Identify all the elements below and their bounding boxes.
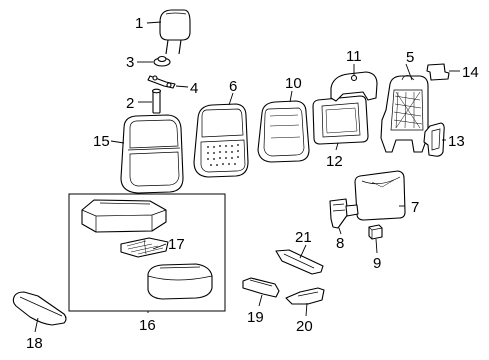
callout-18: 18 [26,335,43,352]
callout-14: 14 [462,64,479,81]
callout-3: 3 [126,54,134,71]
callout-5: 5 [406,49,414,66]
callout-labels: 1 3 4 2 5 6 7 8 9 10 11 12 13 14 15 16 1… [26,15,479,352]
callout-11: 11 [346,48,362,65]
callout-17: 17 [168,236,185,253]
callout-9: 9 [373,255,381,272]
retainer-clip-part [147,75,176,89]
callout-6: 6 [229,78,237,95]
side-trim-part [12,291,67,326]
leader-lines [34,21,460,333]
backrest-cover-part [120,114,184,194]
rail-cover-part [275,249,324,275]
track-cover-part [285,287,325,305]
callout-15: 15 [93,133,110,150]
callout-2: 2 [126,95,134,112]
callout-19: 19 [247,309,264,326]
upper-trim-panel-part [330,71,378,102]
seat-cushion-group-box [68,193,226,312]
callout-21: 21 [295,229,312,246]
callout-20: 20 [296,318,313,335]
callout-16: 16 [139,317,156,334]
seat-cushion-cover-part [81,199,167,233]
seat-cushion-foam-part [147,263,213,300]
switch-part [368,224,383,240]
guide-collar-part [153,55,171,67]
callout-12: 12 [326,153,343,170]
callout-7: 7 [411,199,419,216]
seat-back-panel-part [312,95,369,145]
seat-heater-part [120,237,169,258]
callout-1: 1 [135,15,143,32]
inner-trim-part [242,277,280,298]
backrest-pad-part [193,103,249,178]
seat-back-frame-part [380,75,429,153]
storage-pocket-part [354,170,406,221]
callout-13: 13 [448,133,465,150]
callout-10: 10 [285,75,302,92]
bracket-part [426,63,450,81]
callout-8: 8 [336,235,344,252]
side-shield-part [423,122,445,157]
callout-4: 4 [190,80,198,97]
backrest-foam-part [257,100,310,163]
control-module-part [329,198,359,229]
guide-sleeve-part [151,88,162,114]
headrest-part [159,9,191,55]
